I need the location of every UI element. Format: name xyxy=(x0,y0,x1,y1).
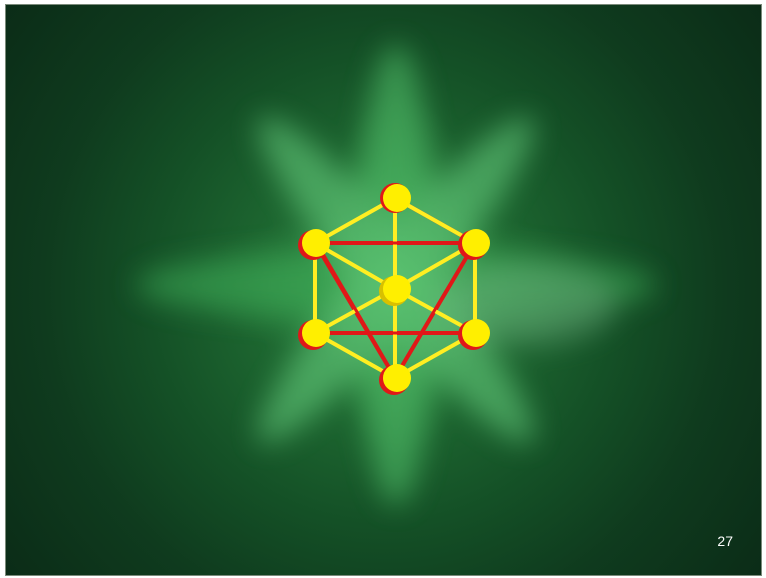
node xyxy=(462,229,490,257)
lattice-diagram xyxy=(6,5,761,575)
node xyxy=(302,229,330,257)
slide: 27 xyxy=(5,4,762,576)
node xyxy=(383,364,411,392)
node xyxy=(383,275,411,303)
page-number: 27 xyxy=(717,533,733,549)
node xyxy=(462,319,490,347)
node xyxy=(383,184,411,212)
node xyxy=(302,319,330,347)
